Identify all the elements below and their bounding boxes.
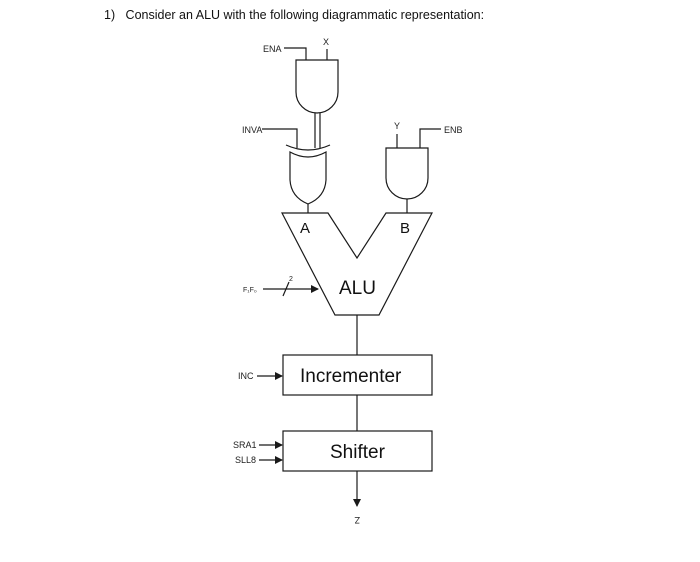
and-gate-ena	[295, 59, 339, 114]
and-gate-enb	[385, 147, 429, 200]
question-prompt: Consider an ALU with the following diagr…	[125, 8, 485, 22]
alu-body	[281, 212, 433, 316]
xor-gate-inva	[289, 150, 327, 205]
f1f0-label: F₁F₀	[243, 287, 257, 294]
bus-width-label: 2	[289, 276, 293, 283]
inc-label: INC	[238, 371, 254, 381]
ena-wire	[284, 47, 307, 60]
x-label: X	[323, 37, 329, 47]
ena-label: ENA	[263, 44, 282, 54]
y-label: Y	[394, 121, 400, 131]
inva-label: INVA	[242, 125, 262, 135]
question-text: 1) Consider an ALU with the following di…	[104, 8, 484, 22]
bus-slash	[282, 281, 290, 297]
enb-wire	[419, 128, 441, 148]
and-to-xor-wires	[314, 113, 321, 148]
z-label: Z	[354, 515, 360, 525]
alu-label: ALU	[339, 278, 376, 299]
enb-label: ENB	[444, 125, 463, 135]
alu-input-a-label: A	[300, 220, 310, 237]
question-number: 1)	[104, 8, 116, 22]
xor-gate-extra-curve	[285, 144, 331, 151]
shifter-label: Shifter	[330, 442, 386, 463]
incrementer-label: Incrementer	[300, 366, 402, 387]
sra1-label: SRA1	[233, 440, 257, 450]
inva-wire	[262, 128, 298, 148]
sll8-label: SLL8	[235, 455, 256, 465]
alu-input-b-label: B	[400, 220, 410, 237]
